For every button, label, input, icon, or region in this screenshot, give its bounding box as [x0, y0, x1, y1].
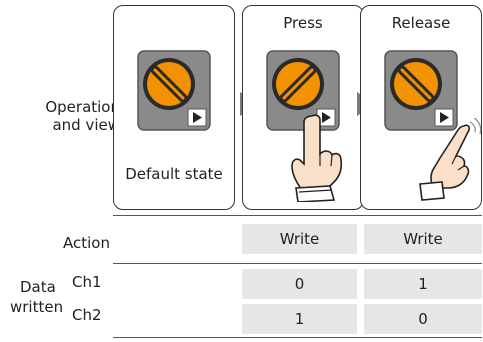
ch1-cell-press: 0 — [242, 269, 357, 299]
table-divider — [113, 337, 482, 338]
table-divider — [113, 263, 482, 264]
operation-label: Operation and view — [40, 98, 120, 134]
panel-press-title: Press — [283, 14, 323, 32]
operation-label-line2: and view — [52, 116, 120, 134]
action-cell-press: Write — [242, 224, 357, 254]
ch2-cell-press: 1 — [242, 304, 357, 334]
table-divider — [113, 215, 482, 216]
ch2-label: Ch2 — [72, 306, 102, 324]
pressing-hand-icon — [291, 114, 343, 202]
panel-default-state: Default state — [113, 5, 235, 210]
selector-switch-icon — [266, 50, 340, 131]
panel-default-caption: Default state — [125, 165, 223, 183]
panel-release-title: Release — [391, 14, 451, 32]
data-label-line2: written — [10, 298, 64, 316]
ch1-label: Ch1 — [72, 273, 102, 291]
selector-switch-icon — [384, 50, 458, 131]
ch1-cell-release: 1 — [364, 269, 482, 299]
data-label-line1: Data — [20, 278, 56, 296]
action-label: Action — [63, 234, 110, 252]
operation-label-line1: Operation — [45, 98, 120, 116]
action-cell-release: Write — [364, 224, 482, 254]
panel-press: Press — [242, 5, 364, 210]
ch2-cell-release: 0 — [364, 304, 482, 334]
releasing-hand-icon — [419, 118, 482, 201]
selector-switch-icon — [137, 50, 211, 131]
